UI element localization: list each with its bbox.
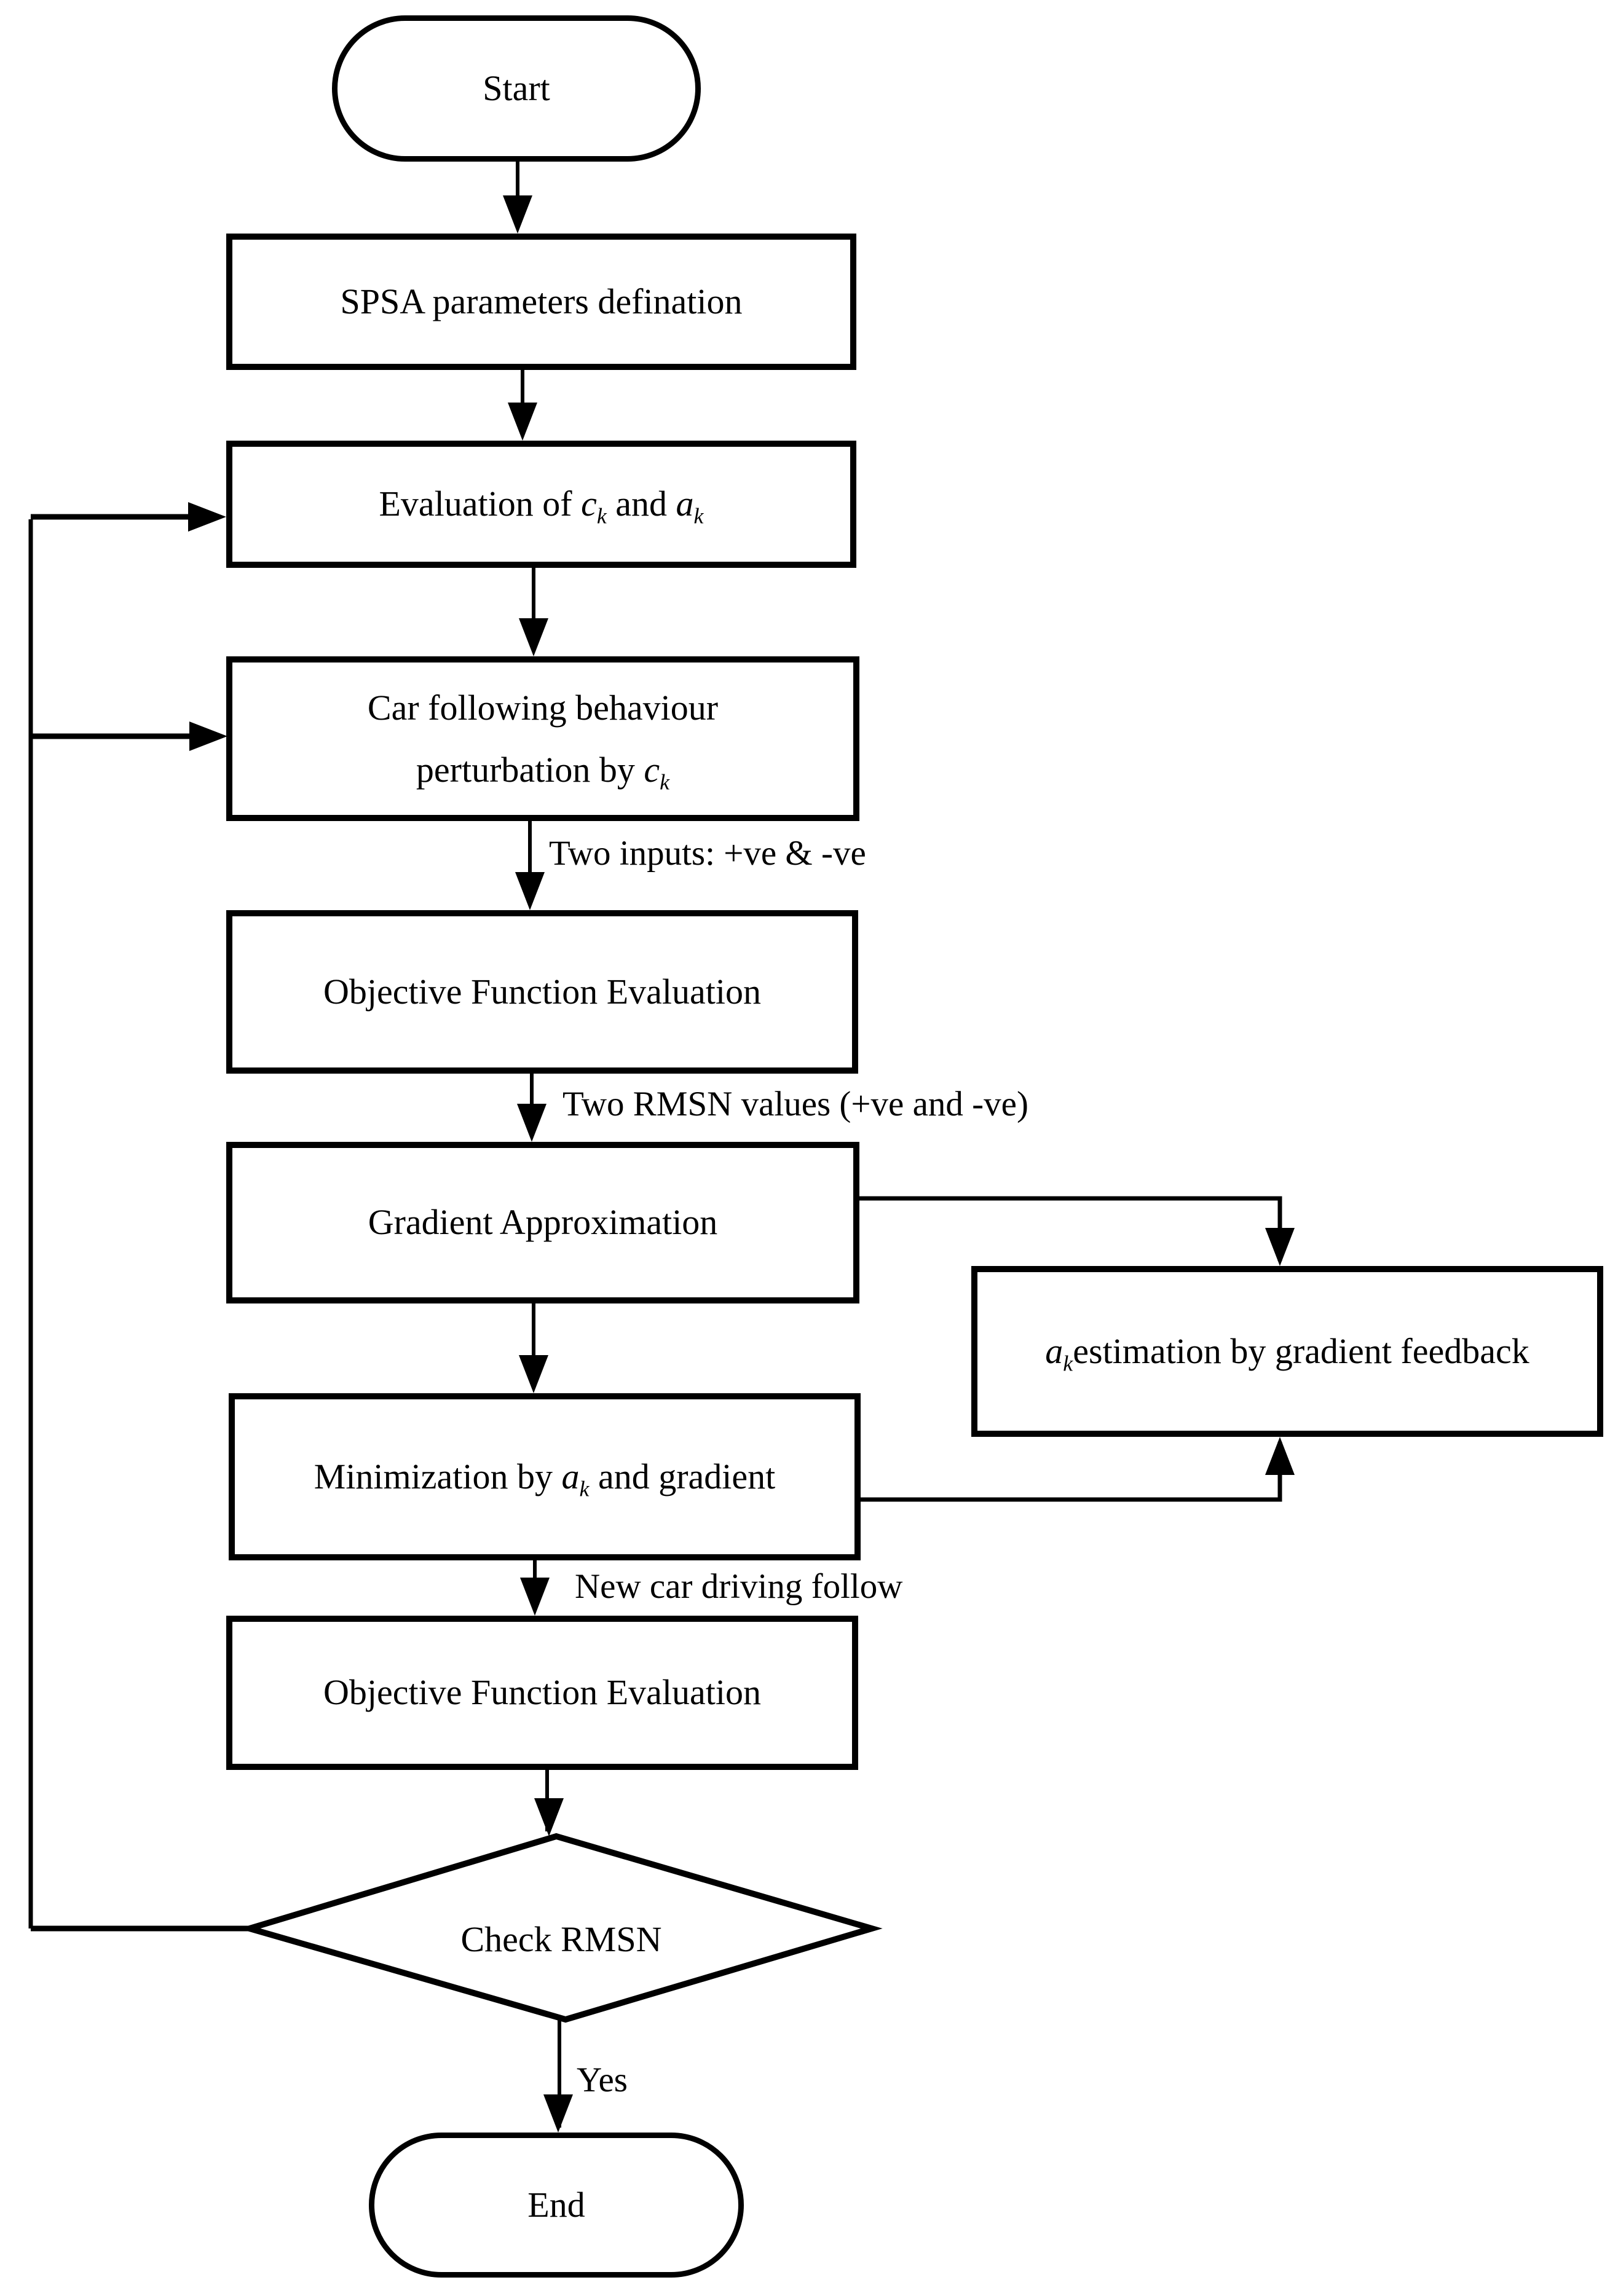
arrowhead [519, 618, 548, 656]
arrowhead [534, 1798, 564, 1836]
arrowhead [519, 1355, 548, 1393]
gradient-label: Gradient Approximation [368, 1202, 718, 1243]
edge-label-yes: Yes [577, 2061, 628, 2099]
evaluation-ck-ak-node: Evaluation of ck and ak [226, 441, 856, 568]
arrowhead [188, 502, 226, 532]
edge-label-two-rmsn-values: Two RMSN values (+ve and -ve) [562, 1085, 1028, 1123]
edge-label-two-inputs: Two inputs: +ve & -ve [549, 834, 866, 873]
arrowhead [1265, 1228, 1295, 1266]
arrowhead [189, 721, 227, 751]
car-following-perturbation-node: Car following behaviour perturbation by … [226, 656, 859, 821]
decision-node-label: Check RMSN [460, 1919, 662, 1959]
objective-function-evaluation-node-1: Objective Function Evaluation [226, 910, 858, 1074]
arrowhead [503, 195, 532, 234]
ak-estimation-feedback-node: akestimation by gradient feedback [971, 1266, 1603, 1437]
objective2-label: Objective Function Evaluation [323, 1672, 761, 1713]
end-label: End [527, 2184, 585, 2225]
arrowhead [508, 403, 537, 441]
arrowhead [520, 1578, 550, 1616]
evaluation-label: Evaluation of ck and ak [379, 484, 704, 529]
minimization-label: Minimization by ak and gradient [314, 1456, 776, 1501]
arrowhead [1265, 1437, 1295, 1475]
minimization-node: Minimization by ak and gradient [229, 1393, 861, 1560]
gradient-approximation-node: Gradient Approximation [226, 1142, 859, 1303]
arrowhead [517, 1104, 547, 1142]
start-label: Start [483, 68, 550, 108]
ak-estimation-label: akestimation by gradient feedback [1045, 1331, 1529, 1376]
arrowhead [515, 872, 545, 910]
line-gradient-to-ak [858, 1196, 1282, 1261]
line-minimization-to-ak [859, 1442, 1282, 1502]
spsa-parameters-label: SPSA parameters defination [340, 281, 743, 321]
car-following-label: Car following behaviour perturbation by … [367, 687, 719, 795]
spsa-parameters-node: SPSA parameters defination [226, 234, 856, 370]
objective1-label: Objective Function Evaluation [323, 971, 761, 1012]
start-node: Start [332, 15, 701, 162]
decision-diamond-shape [239, 1833, 883, 2023]
objective-function-evaluation-node-2: Objective Function Evaluation [226, 1616, 858, 1770]
end-node: End [369, 2133, 744, 2278]
edge-label-new-car-driving: New car driving follow [575, 1567, 903, 1606]
arrowhead [543, 2094, 573, 2133]
